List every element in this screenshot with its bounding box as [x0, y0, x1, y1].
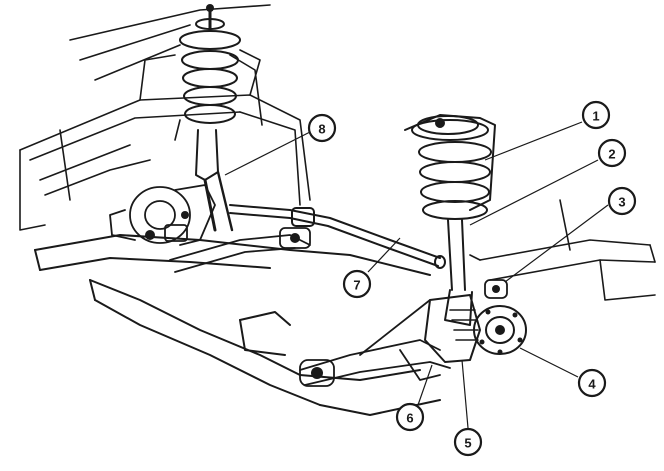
leader-2	[469, 159, 599, 226]
callout-1-label: 1	[592, 109, 599, 124]
right-frame-rail	[469, 199, 656, 301]
left-lower-control-arm	[169, 227, 311, 273]
left-knuckle-assembly	[109, 184, 216, 246]
right-strut	[444, 219, 473, 326]
callout-6-label: 6	[406, 411, 413, 426]
leader-6	[417, 364, 433, 406]
callout-leaders	[224, 121, 609, 429]
ball-joint	[484, 279, 508, 299]
right-coil-spring	[404, 114, 496, 220]
callout-8: 8	[307, 113, 337, 143]
callout-7: 7	[342, 269, 372, 299]
leader-1	[484, 121, 583, 161]
callout-4-label: 4	[588, 377, 596, 392]
callout-7-label: 7	[353, 278, 360, 293]
front-subframe	[34, 234, 441, 416]
body-sheet-metal	[19, 4, 311, 231]
callout-3: 3	[607, 186, 637, 216]
leader-5	[461, 359, 469, 429]
callout-5-label: 5	[464, 436, 471, 451]
right-lower-control-arm	[299, 299, 451, 387]
left-coil-spring	[179, 4, 241, 124]
leader-8	[224, 131, 311, 176]
callout-8-label: 8	[318, 122, 325, 137]
callout-1: 1	[581, 100, 611, 130]
callout-2-label: 2	[608, 147, 615, 162]
right-knuckle-and-hub	[424, 294, 527, 363]
callout-5: 5	[453, 427, 483, 457]
stabilizer-bar	[229, 204, 446, 269]
callout-3-label: 3	[618, 195, 625, 210]
leader-4	[519, 347, 579, 378]
callout-2: 2	[597, 138, 627, 168]
leader-7	[367, 237, 401, 273]
left-strut-and-link	[195, 129, 234, 232]
callout-4: 4	[577, 368, 607, 398]
leader-3	[504, 204, 609, 283]
callout-6: 6	[395, 402, 425, 432]
